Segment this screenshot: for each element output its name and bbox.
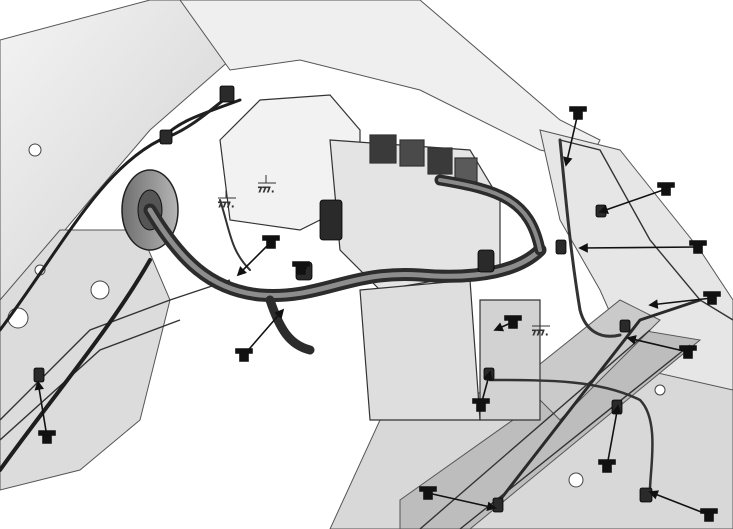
callout-leader-8	[606, 405, 619, 467]
callout-arrowhead-10	[486, 501, 497, 511]
connector-clip-icon	[703, 291, 721, 305]
callout-arrowhead-4	[648, 299, 659, 309]
ground-label-3: 777.	[532, 329, 549, 337]
wiring-harness	[0, 93, 702, 502]
connector-clip-icon	[292, 261, 310, 275]
long-diagonal-wire	[498, 298, 702, 502]
connector-clip-icon	[679, 345, 697, 359]
right-rail-edge	[559, 139, 733, 321]
connector-clip-icon	[569, 106, 587, 120]
connector-clip-icon	[419, 486, 437, 500]
connector-clip-icon	[657, 182, 675, 196]
callout-arrowhead-5	[626, 335, 637, 345]
ground-symbols: 777. 777. 777.	[218, 175, 550, 338]
callout-leader-2	[599, 188, 667, 213]
callout-arrowhead-11	[274, 308, 285, 320]
ground-label-2: 777.	[218, 201, 235, 209]
callout-arrowhead-3	[578, 243, 588, 253]
callout-leader-10	[427, 492, 496, 509]
callout-arrowhead-9	[648, 490, 660, 500]
left-long-wire	[0, 98, 242, 332]
callout-leader-12	[37, 381, 48, 438]
mount-holes	[7, 143, 666, 488]
right-vertical-wire	[558, 138, 622, 338]
left-frame-rail	[0, 279, 231, 421]
callout-arrowhead-1	[563, 156, 573, 167]
relay-2	[399, 139, 425, 167]
connector-clip-icon	[235, 348, 253, 362]
crossmember-edge	[419, 329, 651, 529]
connector-clip-icon	[262, 235, 280, 249]
ground-label-1: 777.	[258, 186, 275, 194]
battery-fusebox-assembly	[219, 94, 541, 421]
left-frame-rail-lower	[0, 319, 181, 441]
callout-leader-11	[243, 309, 284, 356]
callout-arrowhead-6	[493, 322, 505, 332]
right-lower-wire	[488, 378, 654, 492]
callout-leader-1	[565, 112, 579, 166]
callout-markers	[34, 106, 721, 522]
left-wire-lower	[0, 258, 152, 472]
callout-arrowhead-7	[483, 370, 493, 381]
connector-clip-icon	[504, 315, 522, 329]
callout-arrowhead-12	[34, 380, 44, 391]
connector-clip-icon	[598, 459, 616, 473]
relay-1	[369, 134, 397, 164]
relay-3	[427, 147, 453, 175]
wire-to-connector	[219, 199, 251, 271]
connector-clip-icon	[700, 508, 718, 522]
harness-branch-down	[265, 295, 315, 355]
callout-leader-5	[627, 337, 689, 353]
connector-clip-icon	[472, 398, 490, 412]
connector-clip-icon	[689, 240, 707, 254]
callout-leader-9	[649, 491, 710, 516]
battery-tray	[359, 279, 481, 421]
callout-arrowhead-2	[598, 204, 609, 214]
callout-leader-4	[649, 297, 713, 306]
connector-clip-icon	[38, 430, 56, 444]
callout-arrowhead-13	[236, 266, 247, 277]
callout-leader-3	[579, 246, 699, 249]
callout-arrowhead-8	[611, 404, 622, 415]
